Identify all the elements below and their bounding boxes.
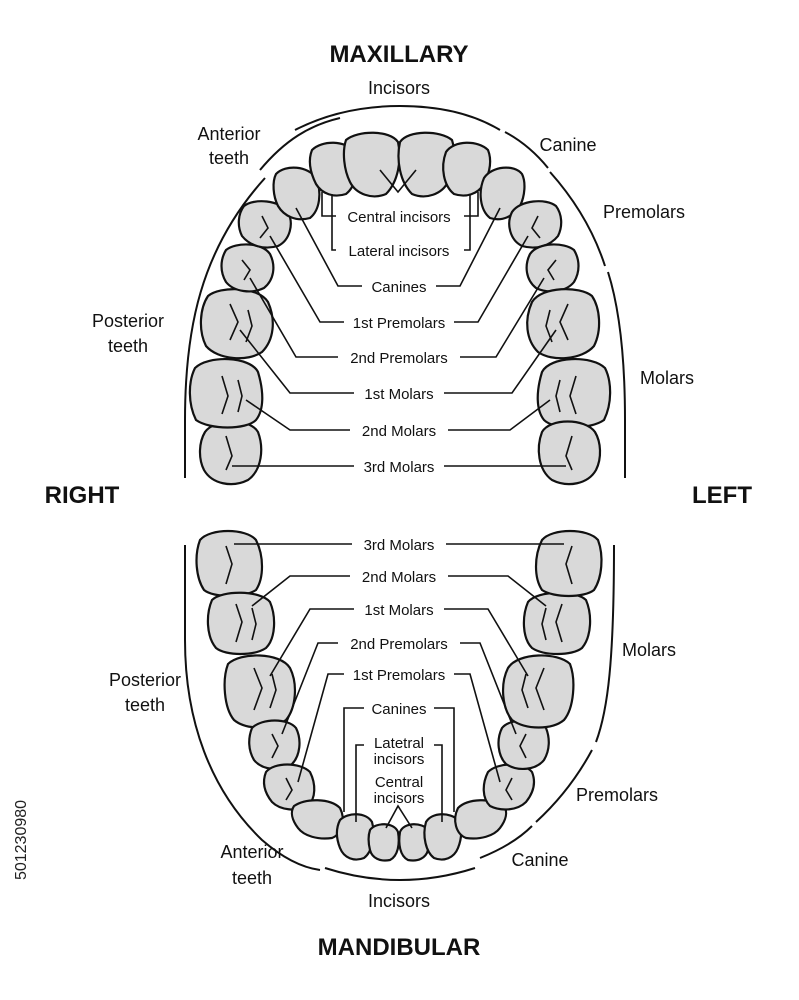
mand-right-1st-molar: [223, 654, 296, 729]
mand-label-lateral-1: Latetral: [374, 735, 424, 752]
mand-canine-bracket: [479, 825, 533, 859]
max-label-lateral-incisors: Lateral incisors: [349, 243, 450, 260]
mand-group-incisors: Incisors: [368, 891, 430, 911]
mandibular-leaders: [234, 543, 564, 822]
max-canine-bracket: [504, 131, 549, 169]
mandibular-group-labels: Incisors Canine Premolars Molars Anterio…: [109, 640, 676, 911]
mand-left-1st-premolar: [482, 763, 536, 811]
max-group-posterior-2: teeth: [108, 336, 148, 356]
max-molars-bracket: [607, 271, 626, 478]
mand-label-central-1: Central: [375, 774, 423, 791]
max-label-2nd-premolars: 2nd Premolars: [350, 350, 448, 367]
mand-right-canine: [290, 799, 344, 840]
mandibular-title: MANDIBULAR: [318, 934, 481, 961]
mandibular-brackets: [184, 544, 615, 882]
mandibular-tooth-labels: 3rd Molars 2nd Molars 1st Molars 2nd Pre…: [350, 537, 448, 807]
mand-label-2nd-molars: 2nd Molars: [362, 569, 436, 586]
max-label-canines: Canines: [371, 279, 426, 296]
mand-premolars-bracket: [535, 749, 593, 823]
max-label-3rd-molars: 3rd Molars: [364, 459, 435, 476]
max-premolars-bracket: [549, 171, 606, 267]
mand-label-3rd-molars: 3rd Molars: [364, 537, 435, 554]
mand-right-lateral-incisor: [335, 813, 375, 861]
mand-right-3rd-molar: [195, 530, 264, 598]
max-group-molars: Molars: [640, 368, 694, 388]
mand-molars-bracket: [595, 544, 615, 743]
right-side-label: RIGHT: [45, 482, 120, 509]
max-left-1st-molar: [526, 288, 601, 360]
mand-group-canine: Canine: [511, 850, 568, 870]
max-right-central-incisor: [342, 131, 401, 198]
maxillary-group-labels: Incisors Canine Premolars Molars Anterio…: [92, 78, 694, 388]
maxillary-teeth: [188, 131, 612, 486]
mand-label-1st-molars: 1st Molars: [364, 602, 433, 619]
mand-left-3rd-molar: [534, 530, 603, 598]
max-left-2nd-molar: [536, 357, 612, 429]
maxillary-tooth-labels: Central incisors Lateral incisors Canine…: [347, 209, 450, 476]
mand-left-1st-molar: [502, 654, 575, 729]
max-left-3rd-molar: [537, 420, 602, 486]
max-group-anterior-1: Anterior: [197, 124, 260, 144]
mand-right-2nd-premolar: [248, 719, 301, 770]
max-label-1st-premolars: 1st Premolars: [353, 315, 446, 332]
mand-posterior-anterior-bracket: [184, 545, 321, 871]
max-right-canine: [272, 166, 321, 221]
mand-group-anterior-2: teeth: [232, 868, 272, 888]
mand-group-anterior-1: Anterior: [220, 842, 283, 862]
max-group-premolars: Premolars: [603, 202, 685, 222]
max-left-1st-premolar: [508, 200, 563, 249]
mand-left-lateral-incisor: [423, 813, 463, 861]
mand-label-2nd-premolars: 2nd Premolars: [350, 636, 448, 653]
max-group-anterior-2: teeth: [209, 148, 249, 168]
max-group-posterior-1: Posterior: [92, 311, 164, 331]
maxillary-brackets: [184, 104, 626, 478]
mand-label-central-2: incisors: [374, 790, 425, 807]
max-label-central-incisors: Central incisors: [347, 209, 450, 226]
mand-right-central-incisor: [367, 823, 400, 862]
mand-group-premolars: Premolars: [576, 785, 658, 805]
mand-label-canines: Canines: [371, 701, 426, 718]
max-group-incisors: Incisors: [368, 78, 430, 98]
mand-incisors-bracket: [324, 867, 476, 882]
mand-label-1st-premolars: 1st Premolars: [353, 667, 446, 684]
maxillary-title: MAXILLARY: [329, 41, 468, 68]
max-label-2nd-molars: 2nd Molars: [362, 423, 436, 440]
max-label-1st-molars: 1st Molars: [364, 386, 433, 403]
max-left-2nd-premolar: [525, 243, 580, 293]
left-side-label: LEFT: [692, 482, 752, 509]
maxillary-leaders: [232, 192, 566, 467]
mand-group-posterior-2: teeth: [125, 695, 165, 715]
mand-group-posterior-1: Posterior: [109, 670, 181, 690]
max-right-2nd-molar: [188, 357, 264, 429]
max-incisors-bracket: [294, 104, 501, 131]
mand-group-molars: Molars: [622, 640, 676, 660]
stock-id-watermark: 501230980: [10, 765, 34, 915]
stock-id-text: 501230980: [13, 799, 30, 881]
mandibular-teeth: [195, 530, 603, 862]
max-group-canine: Canine: [539, 135, 596, 155]
mand-label-lateral-2: incisors: [374, 751, 425, 768]
